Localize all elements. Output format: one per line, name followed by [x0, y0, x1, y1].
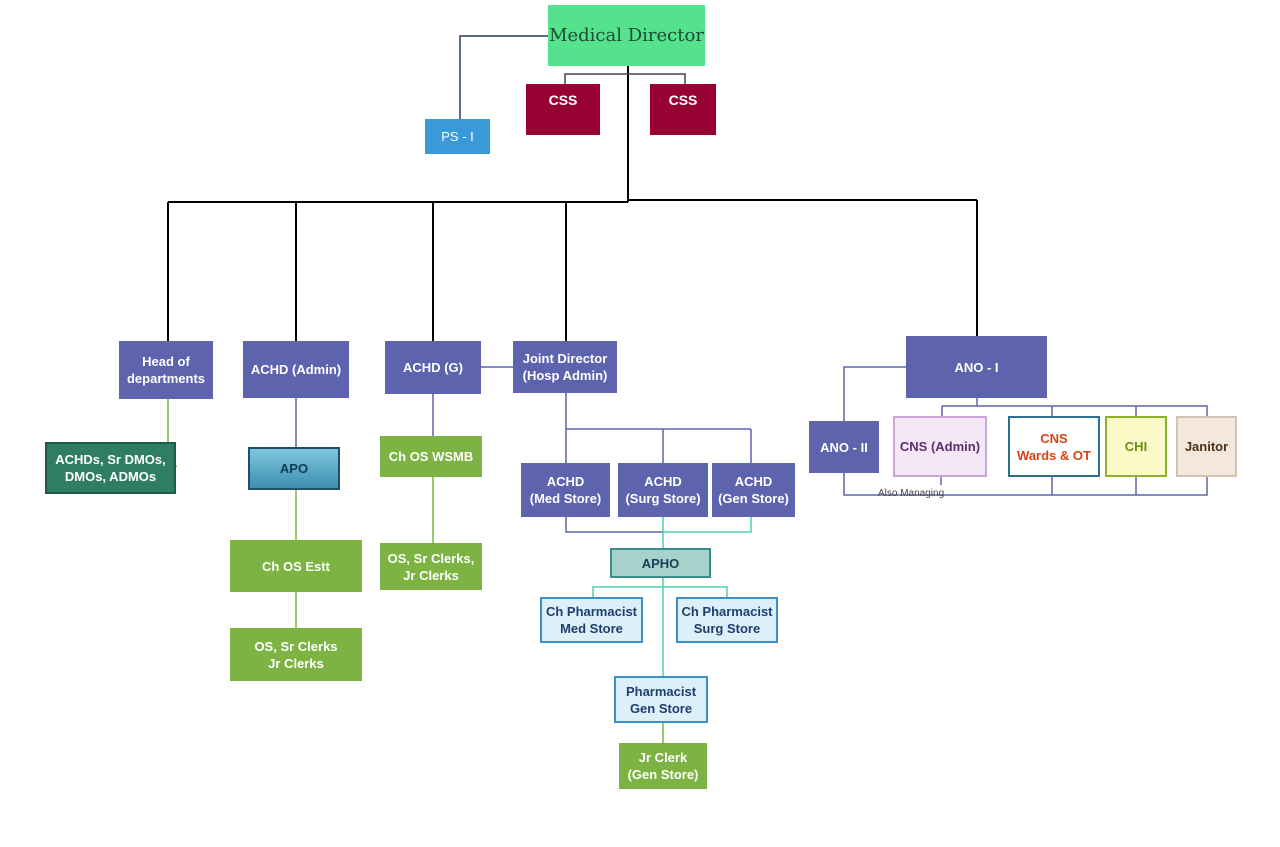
head-of-departments-node: Head of departments	[119, 341, 213, 399]
jr-clerk-gen-store-node: Jr Clerk (Gen Store)	[619, 743, 707, 789]
achd-surg-store-node: ACHD (Surg Store)	[618, 463, 708, 517]
ps-1-node: PS - I	[425, 119, 490, 154]
joint-director-node: Joint Director (Hosp Admin)	[513, 341, 617, 393]
chi-node: CHI	[1105, 416, 1167, 477]
ano-2-node: ANO - II	[809, 421, 879, 473]
medical-director-node: Medical Director	[548, 5, 705, 66]
achds-sr-dmos-node: ACHDs, Sr DMOs, DMOs, ADMOs	[45, 442, 176, 494]
achd-g-node: ACHD (G)	[385, 341, 481, 394]
css-node-2: CSS	[650, 84, 716, 135]
ch-os-wsmb-node: Ch OS WSMB	[380, 436, 482, 477]
cns-wards-ot-node: CNS Wards & OT	[1008, 416, 1100, 477]
achd-admin-node: ACHD (Admin)	[243, 341, 349, 398]
achd-med-store-node: ACHD (Med Store)	[521, 463, 610, 517]
achd-gen-store-node: ACHD (Gen Store)	[712, 463, 795, 517]
os-sr-clerks-admin-node: OS, Sr Clerks Jr Clerks	[230, 628, 362, 681]
os-sr-clerks-g-node: OS, Sr Clerks, Jr Clerks	[380, 543, 482, 590]
ch-os-estt-node: Ch OS Estt	[230, 540, 362, 592]
apho-node: APHO	[610, 548, 711, 578]
janitor-node: Janitor	[1176, 416, 1237, 477]
ch-pharmacist-surg-store-node: Ch Pharmacist Surg Store	[676, 597, 778, 643]
ch-pharmacist-med-store-node: Ch Pharmacist Med Store	[540, 597, 643, 643]
ano-1-node: ANO - I	[906, 336, 1047, 398]
pharmacist-gen-store-node: Pharmacist Gen Store	[614, 676, 708, 723]
also-managing-note: Also Managing	[878, 488, 945, 499]
apo-node: APO	[248, 447, 340, 490]
css-node-1: CSS	[526, 84, 600, 135]
cns-admin-node: CNS (Admin)	[893, 416, 987, 477]
